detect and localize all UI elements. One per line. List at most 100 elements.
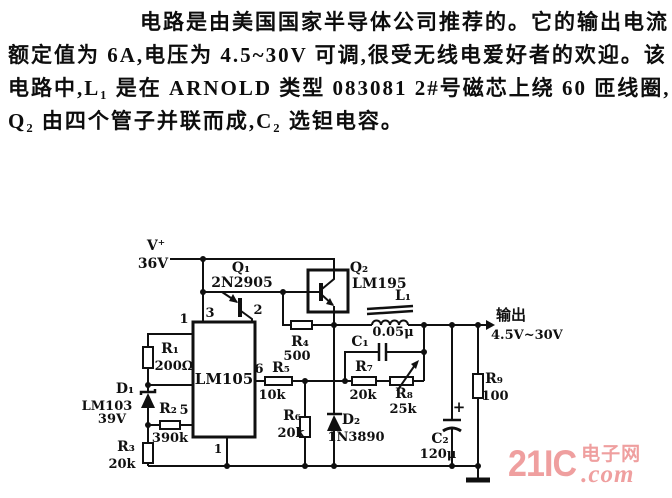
junction-dot (331, 322, 337, 328)
d1-val: 39V (98, 412, 127, 427)
c2-ref: C₂ (431, 431, 448, 447)
r1-val: 200Ω (155, 359, 194, 374)
r8-wiper-line (396, 364, 416, 392)
q1-emitter-arrow (229, 294, 238, 303)
junction-dot (421, 349, 427, 355)
resistor-r7 (351, 376, 377, 386)
wire-supply-rail (170, 258, 335, 270)
junction-dot (302, 378, 308, 384)
resistor-r1 (142, 346, 154, 369)
c1-ref: C₁ (351, 334, 368, 350)
r7-val: 20k (349, 388, 377, 403)
d1-ref: D₁ (116, 381, 134, 397)
wire-q1-collector (240, 310, 253, 322)
q2-ref: Q₂ (350, 260, 368, 276)
pin1-label: 1 (179, 312, 188, 327)
schematic-labels: V⁺ 36V Q₁ 2N2905 Q₂ LM195 LM105 3 2 1 5 … (82, 238, 564, 472)
transistor-q2-module (306, 268, 350, 314)
junction-dot (475, 322, 481, 328)
d2-part: 1N3890 (327, 430, 384, 445)
pin-gnd-label: 1 (214, 442, 222, 456)
r5-ref: R₅ (272, 360, 290, 376)
d1-triangle (141, 393, 155, 408)
q1-ref: Q₁ (232, 260, 250, 276)
intro-line-2: 额定值为 6A,电压为 4.5~30V 可调,很受无线电爱好者的欢迎。该 (8, 43, 667, 67)
r1-ref: R₁ (161, 341, 179, 357)
c1-val: 0.05μ (372, 325, 414, 340)
q1-part: 2N2905 (211, 275, 273, 291)
junction-dot (145, 422, 151, 428)
pin3-label: 3 (205, 306, 214, 321)
junction-dot (200, 289, 206, 295)
diode-d2 (327, 412, 342, 431)
ic-lm105-box (191, 320, 257, 439)
r2-val: 390k (152, 431, 189, 446)
watermark-site-cn: 电子网 (581, 444, 642, 465)
output-arrow (486, 320, 495, 330)
junction-dot (145, 382, 151, 388)
pin5-label: 5 (179, 403, 188, 418)
supply-label: V⁺ (146, 238, 165, 254)
r6-ref: R₆ (283, 408, 301, 424)
intro-line-3: 电路中,L₁ 是在 ARNOLD 类型 083081 2#号磁芯上绕 60 匝线… (8, 76, 671, 100)
watermark-suffix: .com (581, 461, 635, 488)
junction-dot (475, 463, 481, 469)
capacitor-c2 (442, 418, 462, 433)
r8-val: 25k (389, 402, 417, 417)
watermark-brand: 21IC (507, 443, 577, 484)
junction-dots (145, 256, 481, 469)
watermark: 21IC 电子网 .com (505, 445, 641, 487)
resistor-r4 (290, 320, 313, 330)
l1-core-bar-2 (366, 309, 414, 316)
junction-dot (200, 256, 206, 262)
ic-part: LM105 (195, 370, 253, 388)
r3-val: 20k (108, 457, 136, 472)
c2-plate-bottom (442, 426, 462, 433)
r5-val: 10k (258, 388, 286, 403)
pin2-label: 2 (253, 303, 262, 318)
l1-core-bar-1 (366, 304, 414, 311)
inductor-l1 (366, 304, 414, 326)
q2-emitter-arrow (326, 298, 334, 306)
d2-triangle (327, 415, 342, 431)
junction-dot (302, 463, 308, 469)
resistor-r3 (142, 442, 154, 464)
capacitor-c1 (377, 343, 388, 361)
r6-val: 20k (277, 426, 305, 441)
r8-ref: R₈ (395, 386, 413, 402)
supply-voltage: 36V (138, 256, 169, 272)
c2-val: 120μ (420, 447, 457, 462)
junction-dot (449, 322, 455, 328)
wire-c1 (344, 351, 424, 381)
junction-dot (224, 463, 230, 469)
r9-ref: R₉ (485, 371, 503, 387)
watermark-column: 电子网 .com (581, 445, 641, 487)
l1-ref: L₁ (395, 288, 411, 304)
resistor-r6 (299, 416, 311, 438)
q2-collector (321, 270, 335, 290)
pin6-label: 6 (254, 362, 263, 377)
output-label: 输出 (496, 306, 526, 324)
r4-val: 500 (283, 349, 310, 364)
resistor-r2 (159, 420, 181, 430)
junction-dot (331, 463, 337, 469)
r9-val: 100 (481, 389, 508, 404)
intro-line-1: 电路是由美国国家半导体公司推荐的。它的输出电流 (140, 10, 669, 34)
c2-plus: + (453, 398, 466, 416)
d1-cathode-bar (139, 389, 157, 395)
intro-paragraph: 电路是由美国国家半导体公司推荐的。它的输出电流 额定值为 6A,电压为 4.5~… (8, 6, 671, 138)
d2-ref: D₂ (342, 412, 360, 428)
r7-ref: R₇ (355, 359, 373, 375)
r2-ref: R₂ (159, 401, 177, 417)
wire-left-chain (147, 333, 193, 466)
transistor-q1 (229, 294, 242, 317)
q2-part: LM195 (352, 276, 407, 292)
wire-switch-node (282, 292, 372, 466)
r4-ref: R₄ (291, 334, 309, 350)
junction-dot (421, 322, 427, 328)
d1-part: LM103 (82, 399, 133, 414)
junction-dot (449, 463, 455, 469)
diode-d1-zener (139, 389, 157, 412)
